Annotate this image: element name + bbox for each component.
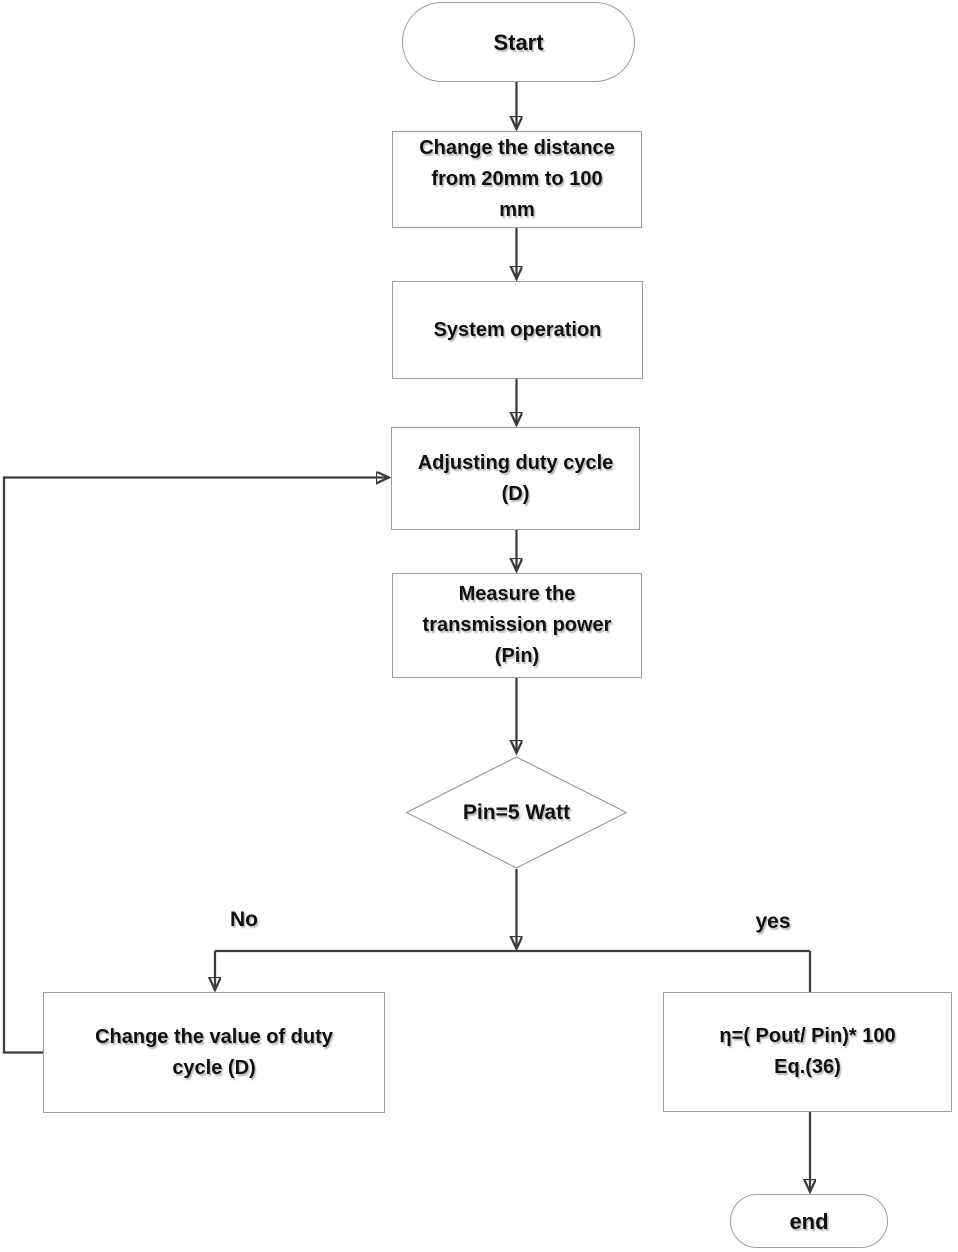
node-measure-transmission-power-label: Measure the transmission power (Pin) [422,583,612,667]
node-adjust-duty-cycle-label: Adjusting duty cycle (D) [417,451,614,505]
decision-diamond-shape [406,756,627,869]
node-end-label: end [789,1208,829,1234]
node-decision-label: Pin=5 Watt [462,801,571,824]
node-adjust-duty-cycle: Adjusting duty cycle (D) [391,427,640,530]
node-change-distance: Change the distance from 20mm to 100 mm [392,131,642,228]
node-change-distance-label: Change the distance from 20mm to 100 mm [419,137,615,221]
node-efficiency-equation: η=( Pout/ Pin)* 100 Eq.(36) [663,992,952,1112]
node-measure-transmission-power: Measure the transmission power (Pin) [392,573,642,678]
edge-label-no: No [230,908,258,931]
node-start: Start [402,2,635,82]
edge-loop-change-duty-to-adjust-duty [2,478,389,1054]
node-end: end [730,1194,888,1248]
edge-label-yes: yes [755,910,791,933]
node-start-label: Start [493,29,544,55]
node-efficiency-equation-label: η=( Pout/ Pin)* 100 Eq.(36) [719,1025,896,1078]
node-system-operation: System operation [392,281,643,379]
node-system-operation-label: System operation [433,318,602,341]
node-change-duty-value-label: Change the value of duty cycle (D) [95,1025,333,1079]
node-decision-pin-5-watt: Pin=5 Watt [406,756,627,869]
node-change-duty-value: Change the value of duty cycle (D) [43,992,385,1113]
